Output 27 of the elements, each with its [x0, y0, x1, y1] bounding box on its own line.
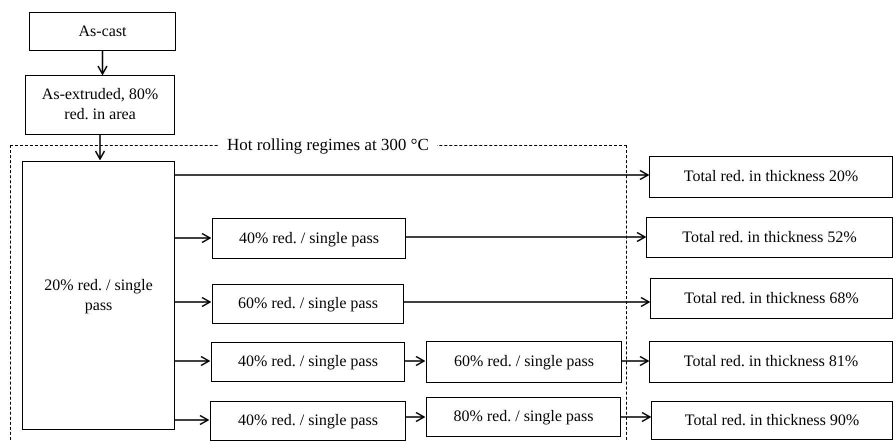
- process-box: 60% red. / single pass: [212, 284, 404, 324]
- process-box: As-extruded, 80% red. in area: [25, 75, 175, 135]
- process-box: Total red. in thickness 81%: [649, 341, 893, 383]
- arrow: [404, 356, 425, 366]
- arrow: [97, 51, 108, 75]
- arrow: [174, 170, 649, 180]
- process-box: 60% red. / single pass: [426, 341, 622, 383]
- process-box: 20% red. / single pass: [22, 161, 175, 430]
- process-box: 80% red. / single pass: [426, 397, 621, 437]
- process-box: 40% red. / single pass: [212, 218, 406, 259]
- arrow: [620, 412, 651, 422]
- process-box: 40% red. / single pass: [211, 342, 405, 382]
- process-box: Total red. in thickness 52%: [646, 217, 893, 258]
- arrow: [621, 356, 649, 366]
- arrow: [174, 356, 210, 366]
- arrow: [174, 296, 211, 308]
- process-box: 40% red. / single pass: [210, 401, 406, 441]
- arrow: [174, 232, 211, 244]
- process-box: Total red. in thickness 90%: [651, 401, 893, 440]
- process-box: As-cast: [29, 12, 176, 51]
- arrow: [405, 232, 646, 242]
- process-box: Total red. in thickness 20%: [649, 156, 893, 198]
- arrow: [94, 135, 106, 160]
- process-box: Total red. in thickness 68%: [650, 278, 893, 319]
- arrow: [174, 414, 209, 426]
- arrow: [403, 296, 650, 308]
- arrow: [405, 412, 425, 422]
